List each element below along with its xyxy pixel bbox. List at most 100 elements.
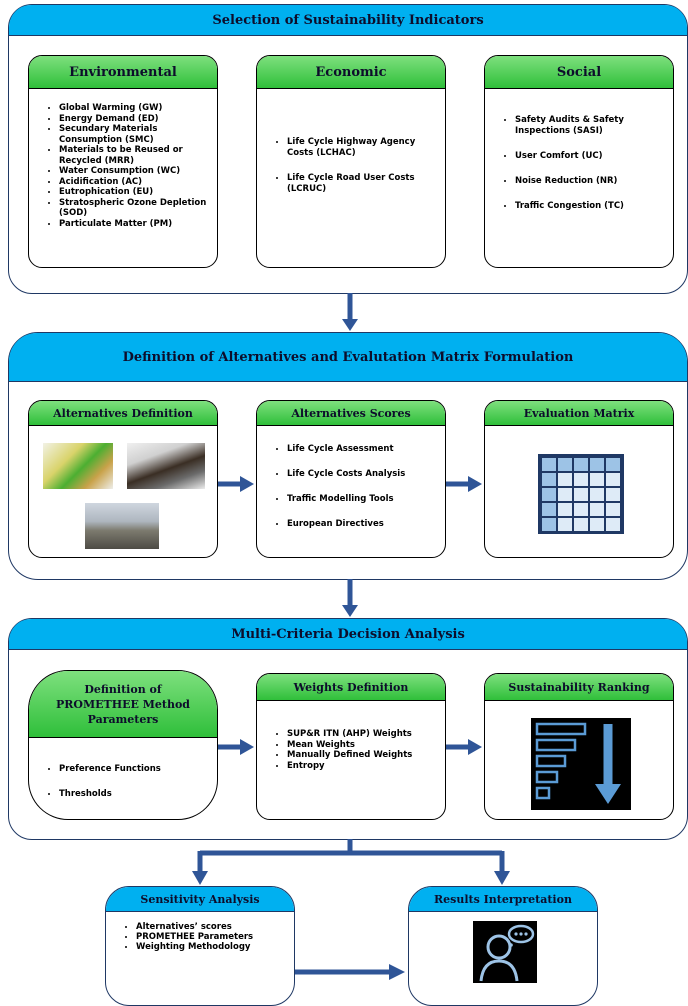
flow-arrow-5	[295, 964, 405, 980]
results-header: Results Interpretation	[409, 887, 597, 912]
alternatives-scores-card: Alternatives Scores Life Cycle Assessmen…	[256, 400, 446, 558]
matrix-cell	[558, 488, 572, 501]
weights-card: Weights Definition SUP&R ITN (AHP) Weigh…	[256, 673, 446, 820]
environmental-list: Global Warming (GW) Energy Demand (ED) S…	[29, 89, 217, 229]
evaluation-matrix-header: Evaluation Matrix	[485, 401, 673, 426]
social-card-header: Social	[485, 56, 673, 89]
alternatives-scores-header: Alternatives Scores	[257, 401, 445, 426]
matrix-cell	[590, 518, 604, 531]
economic-list: Life Cycle Highway Agency Costs (LCHAC) …	[257, 89, 445, 195]
list-item: Thresholds	[59, 789, 207, 800]
ranking-bar	[535, 738, 577, 752]
definition-panel-title: Definition of Alternatives and Evalutati…	[122, 349, 574, 365]
matrix-cell	[590, 503, 604, 516]
alternatives-definition-title: Alternatives Definition	[53, 406, 193, 420]
matrix-grid-icon	[538, 454, 624, 534]
pouring-photo-icon	[127, 443, 205, 489]
matrix-cell	[574, 473, 588, 486]
weights-list: SUP&R ITN (AHP) Weights Mean Weights Man…	[257, 701, 445, 771]
list-item: Weighting Methodology	[136, 942, 284, 952]
matrix-cell	[542, 458, 556, 471]
list-item: Safety Audits & Safety Inspections (SASI…	[515, 115, 665, 137]
list-item: Life Cycle Assessment	[287, 444, 435, 455]
promethee-list: Preference Functions Thresholds	[29, 738, 217, 800]
list-item: Water Consumption (WC)	[59, 166, 209, 177]
social-list: Safety Audits & Safety Inspections (SASI…	[485, 89, 673, 212]
list-item: PROMETHEE Parameters	[136, 932, 284, 942]
weights-header: Weights Definition	[257, 674, 445, 701]
matrix-cell	[606, 518, 620, 531]
evaluation-matrix-title: Evaluation Matrix	[523, 406, 635, 420]
list-item: Stratospheric Ozone Depletion (SOD)	[59, 198, 209, 219]
list-item: Traffic Modelling Tools	[287, 494, 435, 505]
person-thinking-icon	[473, 921, 537, 983]
evaluation-matrix-card: Evaluation Matrix	[484, 400, 674, 558]
list-item: Mean Weights	[287, 740, 435, 751]
list-item: Preference Functions	[59, 764, 207, 775]
weights-title: Weights Definition	[293, 680, 409, 694]
promethee-card: Definition of PROMETHEE Method Parameter…	[28, 670, 218, 820]
matrix-cell	[606, 473, 620, 486]
list-item: Energy Demand (ED)	[59, 114, 209, 125]
list-item: Materials to be Reused or Recycled (MRR)	[59, 145, 209, 166]
economic-card-title: Economic	[315, 64, 387, 80]
flow-arrow-2a	[218, 476, 254, 492]
environmental-card-header: Environmental	[29, 56, 217, 89]
alternatives-scores-list: Life Cycle Assessment Life Cycle Costs A…	[257, 426, 445, 530]
ranking-bar	[535, 722, 587, 736]
list-item: Traffic Congestion (TC)	[515, 201, 665, 212]
matrix-cell	[558, 503, 572, 516]
ranking-card: Sustainability Ranking	[484, 673, 674, 820]
flow-arrow-1	[342, 293, 358, 331]
mcda-panel-header: Multi-Criteria Decision Analysis	[9, 619, 687, 650]
results-title: Results Interpretation	[434, 892, 572, 906]
flow-arrow-3	[342, 579, 358, 617]
list-item: European Directives	[287, 519, 435, 530]
list-item: Manually Defined Weights	[287, 750, 435, 761]
matrix-cell	[558, 458, 572, 471]
flow-arrow-split	[192, 839, 510, 885]
matrix-cell	[590, 458, 604, 471]
environmental-card-title: Environmental	[69, 64, 177, 80]
ranking-bar	[535, 786, 551, 800]
ranking-bar	[535, 754, 567, 768]
list-item: Global Warming (GW)	[59, 103, 209, 114]
matrix-cell	[542, 518, 556, 531]
promethee-header: Definition of PROMETHEE Method Parameter…	[29, 671, 217, 738]
matrix-cell	[606, 503, 620, 516]
list-item: Particulate Matter (PM)	[59, 219, 209, 230]
list-item: Life Cycle Costs Analysis	[287, 469, 435, 480]
flow-arrow-4b	[446, 739, 482, 755]
flow-arrow-2b	[446, 476, 482, 492]
social-card: Social Safety Audits & Safety Inspection…	[484, 55, 674, 268]
alternatives-definition-card: Alternatives Definition	[28, 400, 218, 558]
list-item: Secundary Materials Consumption (SMC)	[59, 124, 209, 145]
ranking-bars-icon	[531, 718, 631, 810]
ranking-header: Sustainability Ranking	[485, 674, 673, 701]
matrix-cell	[606, 458, 620, 471]
ranking-bar	[535, 770, 559, 784]
matrix-cell	[574, 488, 588, 501]
environmental-card: Environmental Global Warming (GW) Energy…	[28, 55, 218, 268]
list-item: Entropy	[287, 761, 435, 772]
list-item: Alternatives’ scores	[136, 922, 284, 932]
list-item: Life Cycle Highway Agency Costs (LCHAC)	[287, 137, 435, 159]
definition-panel-header: Definition of Alternatives and Evalutati…	[9, 333, 687, 382]
sensitivity-title: Sensitivity Analysis	[140, 892, 260, 906]
flow-arrow-4a	[218, 739, 254, 755]
mcda-panel-title: Multi-Criteria Decision Analysis	[231, 626, 465, 642]
economic-card-header: Economic	[257, 56, 445, 89]
results-card: Results Interpretation	[408, 886, 598, 1006]
matrix-cell	[558, 518, 572, 531]
matrix-cell	[542, 488, 556, 501]
matrix-cell	[590, 473, 604, 486]
list-item: User Comfort (UC)	[515, 151, 665, 162]
alternatives-scores-title: Alternatives Scores	[291, 406, 411, 420]
list-item: Noise Reduction (NR)	[515, 176, 665, 187]
sensitivity-header: Sensitivity Analysis	[106, 887, 294, 912]
list-item: Acidification (AC)	[59, 177, 209, 188]
ranking-title: Sustainability Ranking	[508, 680, 650, 694]
list-item: Life Cycle Road User Costs (LCRUC)	[287, 173, 435, 195]
list-item: Eutrophication (EU)	[59, 187, 209, 198]
promethee-title: Definition of PROMETHEE Method Parameter…	[55, 682, 190, 726]
